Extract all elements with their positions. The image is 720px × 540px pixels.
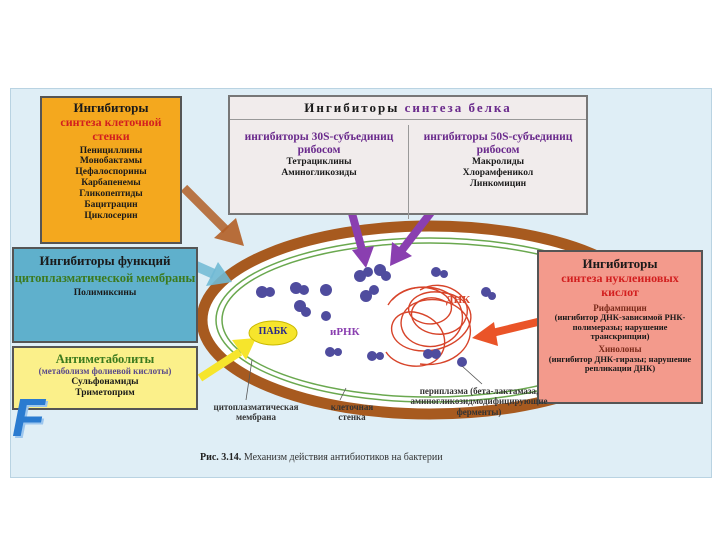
antimetabolites-box: Антиметаболиты (метаболизм фолиевой кисл… (12, 346, 198, 410)
caption-text: Механизм действия антибиотиков на бактер… (243, 452, 443, 463)
list-item: Хинолоны (598, 344, 642, 355)
paba-shape (248, 320, 298, 346)
nucleic-subtitle: синтеза нуклеиновых кислот (561, 270, 679, 299)
mrna-label: иРНК (330, 326, 360, 338)
list-item: (ингибитор ДНК-зависимой РНК-полимеразы;… (554, 311, 686, 342)
antimetab-title: Антиметаболиты (55, 352, 155, 366)
label-leaders (245, 359, 483, 401)
protein-synthesis-box: Ингибиторы синтеза белка ингибиторы 30S-… (228, 95, 588, 219)
nucleic-title: Ингибиторы (582, 256, 658, 271)
list-item: Цефалоспорины (75, 167, 147, 178)
publisher-logo: F (12, 388, 45, 448)
membrane-inhibitors-box: Ингибиторы функций цитоплазматической ме… (12, 247, 198, 343)
cell-wall-subtitle: синтеза клеточной стенки (60, 114, 162, 143)
cell-wall-inhibitors-box: Ингибиторы синтеза клеточной стенки Пени… (40, 96, 182, 244)
list-item: Хлорамфеникол (462, 168, 534, 179)
s30-cell: ингибиторы 30S-субъединиц рибосом Тетрац… (230, 125, 409, 219)
list-item: Аминогликозиды (281, 168, 357, 179)
figure-caption: Рис. 3.14. Механизм действия антибиотико… (200, 452, 443, 463)
s50-cell: ингибиторы 50S-субъединиц рибосом Макрол… (410, 125, 586, 219)
cell-wall-label: клеточная стенка (330, 402, 374, 423)
list-item: Полимиксины (73, 288, 137, 299)
cyto-membrane-label: цитоплазматическая мембрана (213, 402, 299, 423)
list-item: Макролиды (471, 157, 525, 168)
nucleic-inhibitors-box: Ингибиторы синтеза нуклеиновых кислот Ри… (537, 250, 703, 404)
list-item: Циклосерин (84, 211, 138, 222)
list-item: Линкомицин (469, 179, 527, 190)
list-item: Карбапенемы (81, 178, 141, 189)
s30-title: ингибиторы 30S-субъединиц рибосом (244, 131, 394, 157)
protein-title-b: синтеза белка (404, 100, 512, 115)
s50-title: ингибиторы 50S-субъединиц рибосом (423, 131, 573, 157)
ribosomes (256, 264, 496, 367)
periplasm-label: периплазма (бета-лактамаза, аминогликози… (410, 386, 548, 417)
protein-title-a: Ингибиторы (304, 100, 400, 115)
dna-strand (385, 284, 472, 367)
list-item: Гликопептиды (79, 189, 143, 200)
list-item: Монобактамы (79, 156, 143, 167)
list-item: Рифампицин (593, 302, 647, 313)
protein-header: Ингибиторы синтеза белка (230, 97, 586, 120)
list-item: Бацитрацин (84, 200, 138, 211)
paba-label: ПАБК (258, 326, 288, 337)
cell-wall-title: Ингибиторы (73, 100, 149, 115)
antimetab-subtitle: (метаболизм фолиевой кислоты) (38, 366, 172, 377)
dna-label: ДНК (446, 294, 471, 306)
list-item: Пенициллины (79, 145, 143, 156)
list-item: Триметоприм (75, 387, 135, 398)
membrane-title: Ингибиторы функций (39, 253, 171, 268)
caption-number: Рис. 3.14. (200, 452, 242, 463)
membrane-subtitle: цитоплазматической мембраны (14, 270, 196, 285)
list-item: Сульфонамиды (71, 376, 139, 387)
list-item: (ингибитор ДНК-гиразы; нарушение реплика… (548, 353, 692, 374)
list-item: Тетрациклины (286, 157, 352, 168)
